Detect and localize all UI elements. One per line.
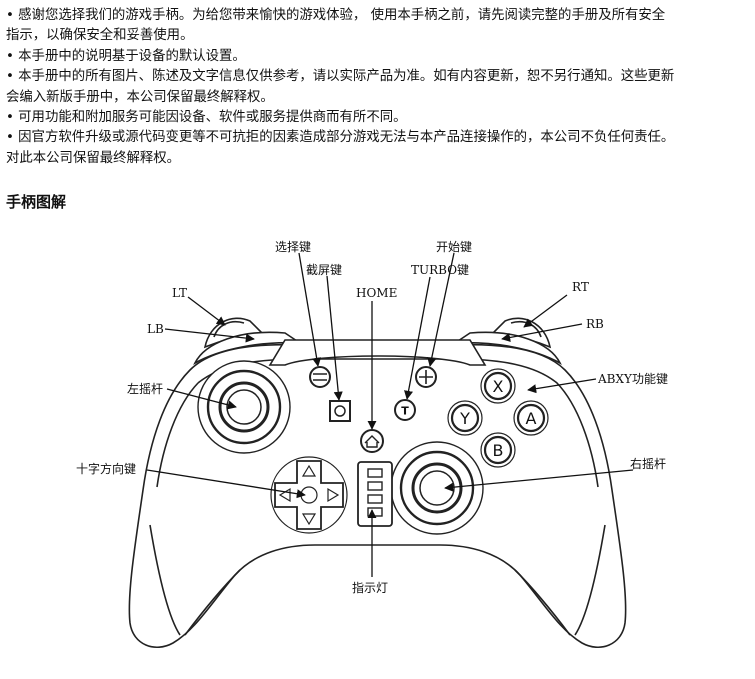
label-screenshot: 截屏键 [306,263,342,277]
x-button[interactable]: X [480,368,516,404]
y-button[interactable]: Y [447,400,483,436]
label-select: 选择键 [275,240,311,254]
controller-diagram: T X Y A B [0,225,755,679]
x-button-letter: X [493,377,504,396]
label-abxy: ABXY功能键 [597,372,668,386]
y-button-letter: Y [459,409,470,428]
note-1: • 感谢您选择我们的游戏手柄。为给您带来愉快的游戏体验， 使用本手柄之前，请先阅… [6,8,666,23]
indicator-lights [357,461,393,527]
intro-notes: • 感谢您选择我们的游戏手柄。为给您带来愉快的游戏体验， 使用本手柄之前，请先阅… [6,6,748,169]
note-5: • 因官方软件升级或源代码变更等不可抗拒的因素造成部分游戏无法与本产品连接操作的… [6,130,675,146]
start-button[interactable] [415,366,437,388]
b-button-letter: B [493,441,504,460]
dpad-up-icon [301,464,317,477]
a-button[interactable]: A [513,400,549,436]
label-left-stick: 左摇杆 [127,381,163,396]
select-icon [313,373,327,381]
turbo-button[interactable]: T [394,399,416,421]
dpad-down-icon [301,513,317,526]
home-icon [364,435,380,448]
right-stick[interactable] [390,441,484,535]
label-start: 开始键 [436,240,472,254]
note-3-cont: 会编入新版手册中，本公司保留最终解释权。 [6,89,274,105]
label-lb: LB [147,322,164,336]
note-4: • 可用功能和附加服务可能因设备、软件或服务提供商而有所不同。 [6,110,407,126]
label-home: HOME [356,286,397,300]
label-right-stick: 右摇杆 [630,456,666,471]
select-button[interactable] [309,366,331,388]
note-5-cont: 对此本公司保留最终解释权。 [6,150,181,166]
section-title: 手柄图解 [6,193,67,211]
turbo-button-letter: T [401,405,409,418]
dpad[interactable] [270,456,348,534]
label-dpad: 十字方向键 [76,461,136,476]
left-stick[interactable] [197,360,291,454]
b-button[interactable]: B [480,432,516,468]
screenshot-button[interactable] [329,400,351,422]
home-button[interactable] [360,429,384,453]
label-indicator: 指示灯 [352,580,388,595]
dpad-right-icon [327,487,340,503]
callout-lines [146,252,634,577]
controller-illustration: T X Y A B [76,240,668,648]
note-2: • 本手册中的说明基于设备的默认设置。 [6,48,246,64]
note-1-cont: 指示，以确保安全和妥善使用。 [6,28,194,44]
label-rb: RB [586,317,604,331]
label-turbo: TURBO键 [411,263,469,277]
label-rt: RT [572,280,589,294]
start-icon [419,370,433,384]
label-lt: LT [172,286,187,300]
note-3: • 本手册中的所有图片、陈述及文字信息仅供参考，请以实际产品为准。如有内容更新，… [6,69,675,85]
a-button-letter: A [526,409,537,428]
screenshot-icon [334,405,346,417]
